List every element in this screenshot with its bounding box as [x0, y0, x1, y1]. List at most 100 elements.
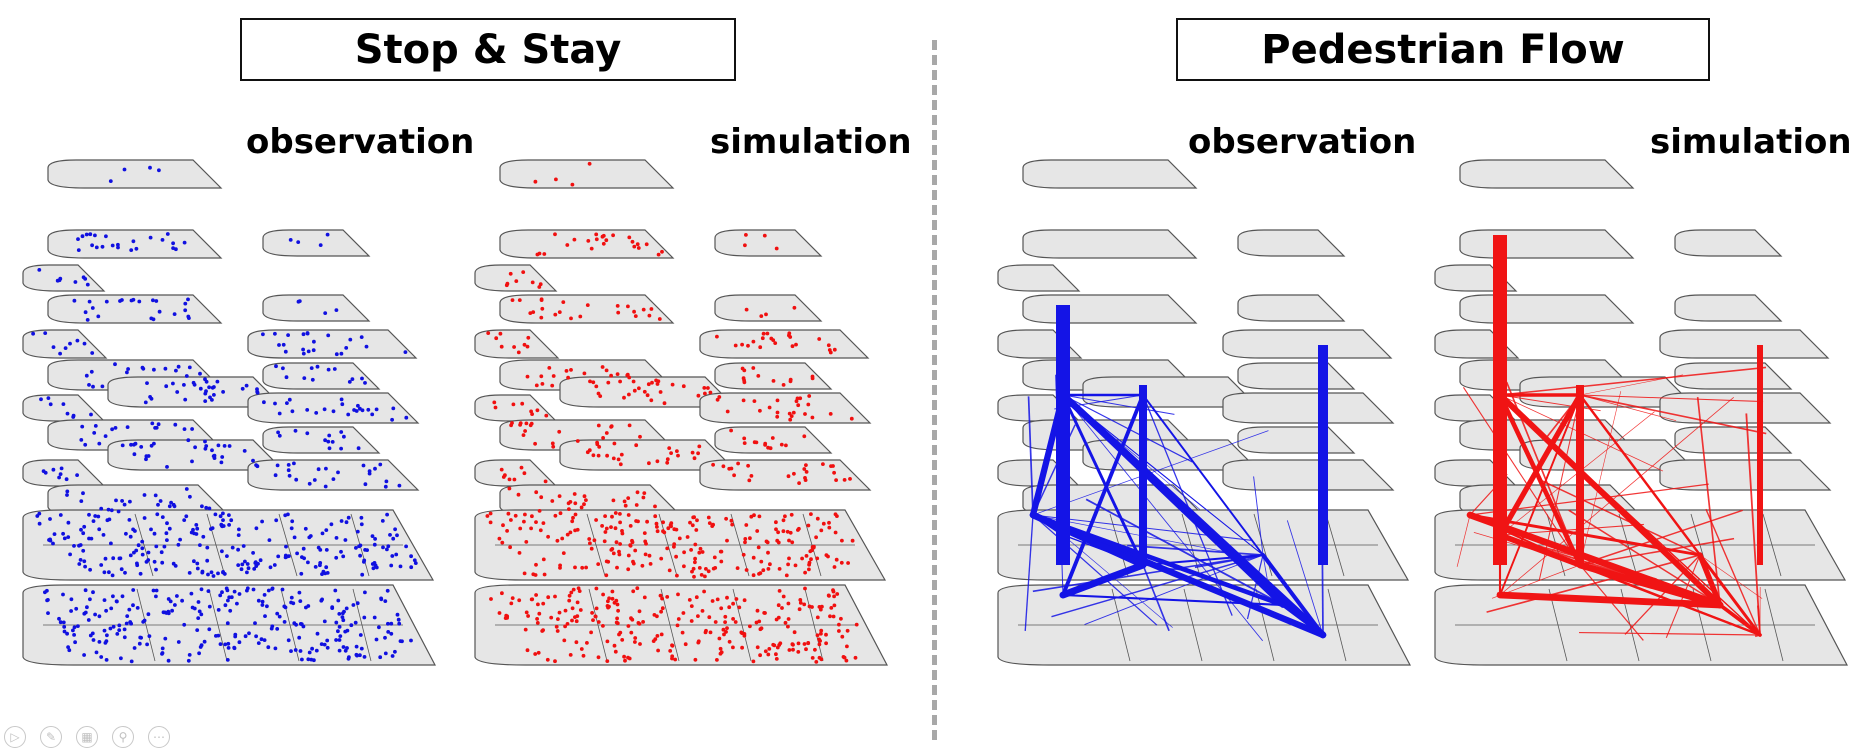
stay-point [414, 561, 418, 565]
stay-point [612, 552, 616, 556]
stay-point [786, 530, 790, 534]
stay-point [99, 655, 103, 659]
slides-icon[interactable]: ▦ [76, 726, 98, 748]
stay-point [282, 605, 286, 609]
stay-point [653, 637, 657, 641]
stay-point [220, 455, 224, 459]
stay-point [715, 335, 719, 339]
more-icon[interactable]: ⋯ [148, 726, 170, 748]
stay-point [90, 243, 94, 247]
stay-point [294, 429, 298, 433]
stay-point [593, 538, 597, 542]
stay-point [693, 557, 697, 561]
stay-point [83, 277, 87, 281]
stay-point [751, 366, 755, 370]
stay-point [160, 561, 164, 565]
stay-point [507, 512, 511, 516]
stay-point [523, 343, 527, 347]
stay-point [782, 595, 786, 599]
stay-point [776, 399, 780, 403]
stay-point [368, 472, 372, 476]
stay-point [154, 545, 158, 549]
zoom-icon[interactable]: ⚲ [112, 726, 134, 748]
floor-slab [1238, 295, 1344, 321]
stay-point [89, 413, 93, 417]
stay-point [821, 462, 825, 466]
stay-point [569, 653, 573, 657]
stay-point [798, 607, 802, 611]
stay-point [675, 449, 679, 453]
stay-point [628, 424, 632, 428]
stay-point [125, 622, 129, 626]
stay-point [534, 573, 538, 577]
stay-point [626, 496, 630, 500]
stay-point [247, 566, 251, 570]
stay-point [523, 471, 527, 475]
pen-icon[interactable]: ✎ [40, 726, 62, 748]
stay-point [339, 430, 343, 434]
stay-point [128, 620, 132, 624]
stay-point [192, 559, 196, 563]
stay-point [560, 537, 564, 541]
stay-point [305, 408, 309, 412]
stay-point [827, 526, 831, 530]
stay-point [220, 590, 224, 594]
stay-point [174, 247, 178, 251]
stay-point [655, 522, 659, 526]
stay-point [227, 513, 231, 517]
stay-point [731, 646, 735, 650]
stay-point [673, 658, 677, 662]
stay-point [226, 621, 230, 625]
stay-point [569, 368, 573, 372]
stay-point [536, 408, 540, 412]
stay-point [715, 658, 719, 662]
stay-point [235, 602, 239, 606]
stay-point [565, 243, 569, 247]
stay-point [586, 239, 590, 243]
stay-point [802, 434, 806, 438]
stay-point [188, 366, 192, 370]
stay-point [218, 594, 222, 598]
stay-point [76, 339, 80, 343]
play-icon[interactable]: ▷ [4, 726, 26, 748]
stay-point [663, 401, 667, 405]
stay-point [52, 345, 56, 349]
stay-point [252, 567, 256, 571]
stay-point [605, 454, 609, 458]
stay-point [573, 501, 577, 505]
stay-point [134, 549, 138, 553]
stay-point [798, 396, 802, 400]
stay-point [567, 507, 571, 511]
stay-point [627, 554, 631, 558]
stay-point [185, 487, 189, 491]
stay-point [509, 518, 513, 522]
stay-point [398, 484, 402, 488]
stay-point [732, 473, 736, 477]
stay-point [632, 310, 636, 314]
stay-point [618, 380, 622, 384]
stay-point [337, 612, 341, 616]
stay-point [655, 614, 659, 618]
stay-point [373, 467, 377, 471]
stay-point [539, 528, 543, 532]
stay-point [701, 550, 705, 554]
stay-point [81, 549, 85, 553]
stay-point [764, 649, 768, 653]
stay-point [575, 640, 579, 644]
stay-point [70, 597, 74, 601]
stay-point [135, 563, 139, 567]
stay-point [343, 630, 347, 634]
stay-point [302, 332, 306, 336]
stay-point [757, 572, 761, 576]
stay-point [714, 620, 718, 624]
stay-point [324, 485, 328, 489]
stay-point [209, 527, 213, 531]
stay-point [696, 614, 700, 618]
stay-point [609, 425, 613, 429]
stay-point [217, 444, 221, 448]
stay-point [228, 444, 232, 448]
floor-slab [1238, 427, 1354, 453]
stay-point [614, 511, 618, 515]
stay-point [276, 464, 280, 468]
stay-point [676, 593, 680, 597]
